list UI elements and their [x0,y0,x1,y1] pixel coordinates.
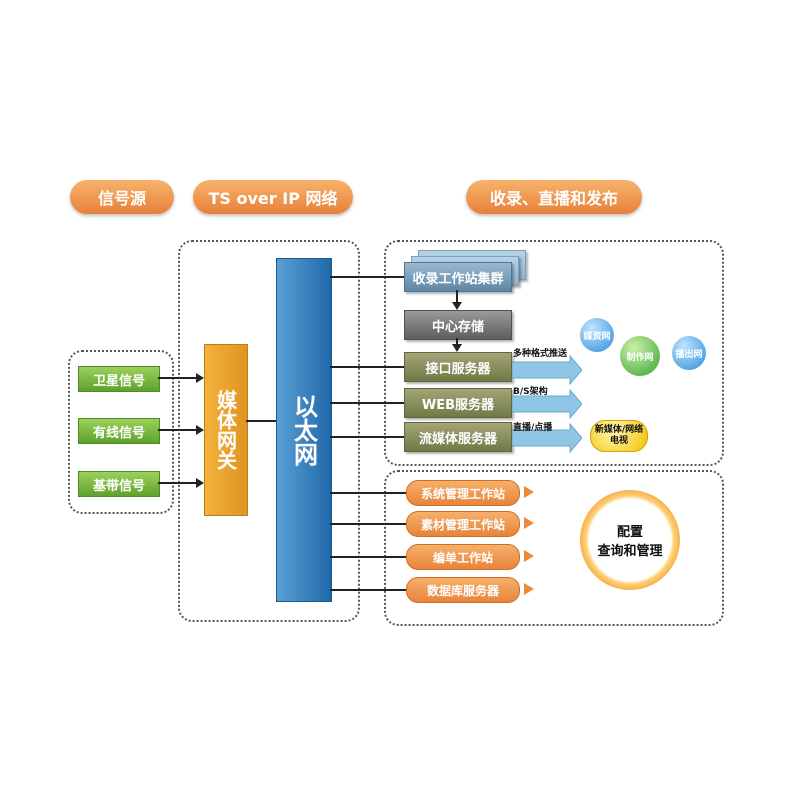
record-cluster: 收录工作站集群 [404,262,512,292]
arrow-line [456,290,458,304]
live-vod-label: 直播/点播 [513,423,553,433]
link-ws4 [330,589,406,591]
broadcast-net-ball: 播出网 [672,336,706,370]
link-web [330,402,404,404]
link-streaming [330,436,404,438]
bs-arch-label: B/S架构 [513,387,548,397]
ts-network-header: TS over IP 网络 [193,180,353,214]
schedule-workstation: 编单工作站 [406,544,520,570]
config-line2: 查询和管理 [597,544,663,559]
streaming-arrow [512,422,582,454]
cable-signal: 有线信号 [78,418,160,444]
interface-arrow [512,354,582,386]
system-admin-workstation: 系统管理工作站 [406,480,520,506]
baseband-signal: 基带信号 [78,471,160,497]
arrow-line [158,377,196,379]
arrow-line [158,429,196,431]
arrow-line [456,338,458,346]
record-publish-header: 收录、直播和发布 [466,180,642,214]
signal-source-frame [68,350,174,514]
ws-arrow [524,583,534,595]
production-net-ball: 制作网 [620,336,660,376]
ts-network-frame [178,240,360,622]
gateway-link [246,420,276,422]
link-ws2 [330,523,406,525]
ws-arrow [524,486,534,498]
link-ws3 [330,556,406,558]
arrow-head [196,478,204,488]
config-line1: 配置 [616,525,643,540]
asset-admin-workstation: 素材管理工作站 [406,511,520,537]
multi-format-label: 多种格式推送 [513,349,568,359]
ws-arrow [524,550,534,562]
arrow-head [452,344,462,352]
management-frame [384,470,724,626]
ws-arrow [524,517,534,529]
link-record [330,276,404,278]
ethernet-bus: 以太网 [276,258,332,602]
config-circle: 配置 查询和管理 [580,490,680,590]
arrow-head [196,373,204,383]
database-server: 数据库服务器 [406,577,520,603]
record-publish-frame [384,240,724,466]
arrow-head [452,302,462,310]
web-server: WEB服务器 [404,388,512,418]
media-gateway: 媒体网关 [204,344,248,516]
new-media-ball: 新媒体/网络电视 [590,420,648,452]
web-arrow [512,388,582,420]
link-interface [330,366,404,368]
interface-server: 接口服务器 [404,352,512,382]
satellite-signal: 卫星信号 [78,366,160,392]
output-arrows [512,354,582,454]
arrow-head [196,425,204,435]
streaming-server: 流媒体服务器 [404,422,512,452]
signal-source-header: 信号源 [70,180,174,214]
central-storage: 中心存储 [404,310,512,340]
media-net-ball: 媒资网 [580,318,614,352]
link-ws1 [330,492,406,494]
arrow-line [158,482,196,484]
